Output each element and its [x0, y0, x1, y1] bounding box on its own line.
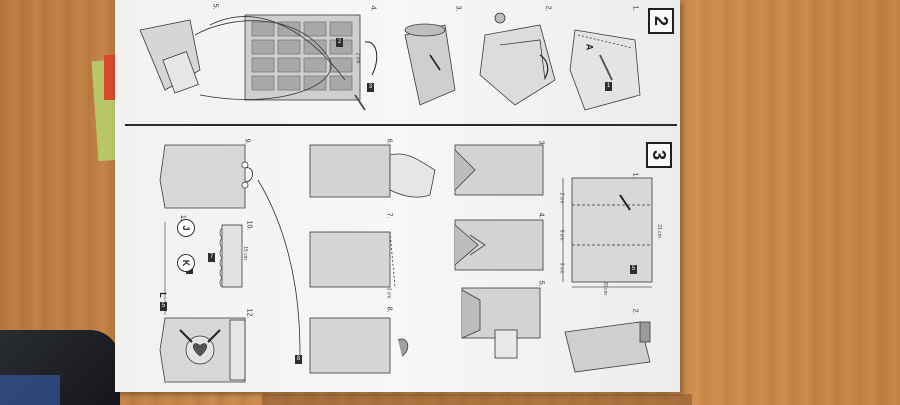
- s2-step3-illustration: [404, 23, 456, 106]
- letter-marker: L: [157, 292, 168, 298]
- s3-step10-illustration: [219, 224, 243, 288]
- s2-step2-illustration: [479, 12, 556, 106]
- s3-step3-illustration: [454, 144, 544, 196]
- paper-shadow: [262, 394, 692, 405]
- s3-step12-illustration: [159, 317, 246, 383]
- s3-step9-illustration: [159, 144, 253, 209]
- s3-step4-illustration: [454, 219, 544, 271]
- dimension-label: 21 cm: [655, 224, 662, 238]
- part-tag: 7: [208, 253, 215, 262]
- part-tag: 3: [367, 83, 374, 92]
- part-tag: 2: [336, 38, 343, 47]
- s3-step8-illustration: [309, 317, 409, 374]
- s3-step1-illustration: [562, 177, 653, 288]
- dark-object-corner: [0, 330, 120, 405]
- s3-step5-illustration: [461, 287, 541, 359]
- part-tag: 5: [630, 265, 637, 274]
- dimension-label: 15 cm: [241, 246, 248, 260]
- s3-step2-illustration: [564, 321, 651, 373]
- part-tag: 1: [605, 82, 612, 91]
- dimension-label: 2 cm: [354, 52, 361, 64]
- s3-step7-illustration: [309, 231, 396, 288]
- blue-reflection: [0, 375, 60, 405]
- s2-step1-illustration: [569, 29, 641, 111]
- dimension-label: 3 cm: [558, 262, 565, 274]
- dimension-label: 20 cm: [601, 281, 608, 295]
- dimension-label: 2 cm: [558, 192, 565, 204]
- s2-step5-illustration: [139, 16, 346, 100]
- letter-marker: J: [177, 219, 195, 237]
- dimension-label: 3 cm: [385, 287, 392, 299]
- part-tag: 5: [160, 302, 167, 311]
- s2-step4-illustration: [244, 14, 378, 111]
- part-tag: 8: [295, 355, 302, 364]
- letter-marker: K: [177, 254, 195, 272]
- section-divider: [125, 124, 677, 126]
- letter-marker: A: [584, 43, 595, 51]
- dimension-label: 6 cm: [558, 229, 565, 241]
- s3-step6-illustration: [309, 144, 436, 198]
